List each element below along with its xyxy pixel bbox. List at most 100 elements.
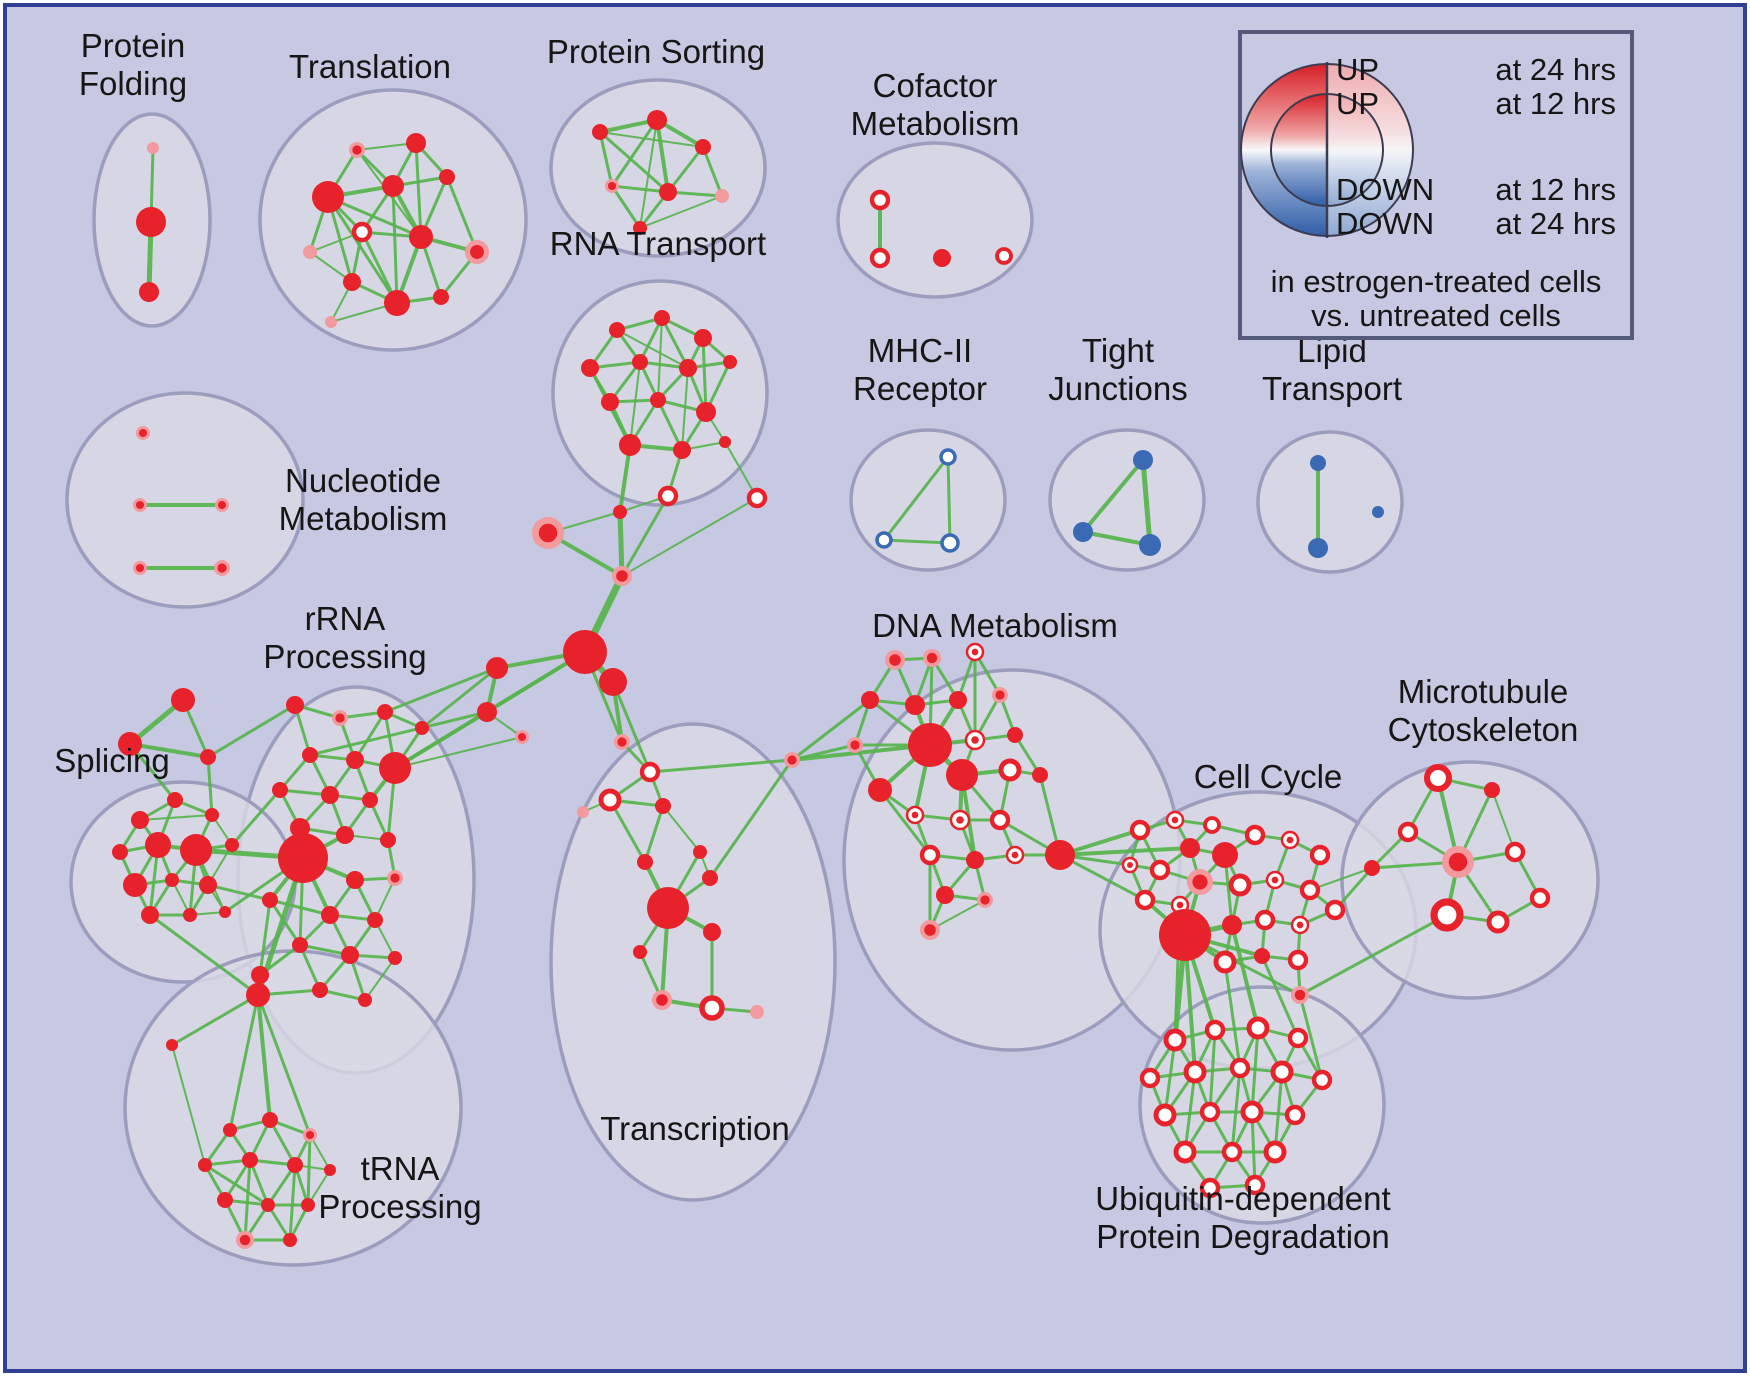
- node-tx1: [614, 734, 630, 750]
- node-sp11: [141, 906, 159, 924]
- edge-tx4-tx7: [662, 805, 701, 853]
- edge-tx4-tx6: [643, 804, 665, 864]
- cluster-label-rrna-processing-0: rRNA: [305, 600, 386, 637]
- edge-ps4-ps5: [610, 184, 670, 194]
- cluster-label-trna-processing-1: Processing: [318, 1188, 481, 1225]
- node-rr21: [388, 951, 402, 965]
- node-t6: [351, 221, 373, 243]
- node-ub17: [1199, 1177, 1221, 1199]
- cluster-ellipse-tight-junctions: [1048, 428, 1206, 572]
- node-ps5: [659, 183, 677, 201]
- node-mh1: [939, 448, 957, 466]
- node-cc7: [1280, 830, 1300, 850]
- node-rt2: [654, 310, 670, 326]
- edge-dm0-dmH: [790, 743, 932, 762]
- node-t4: [382, 175, 404, 197]
- cluster-label-rna-transport-0: RNA Transport: [550, 225, 766, 262]
- node-sp7: [225, 838, 239, 852]
- node-ub4: [1287, 1027, 1309, 1049]
- edge-tn6-tn13: [306, 1133, 312, 1207]
- node-sp4: [112, 844, 128, 860]
- node-pf2: [136, 207, 166, 237]
- cluster-ellipse-protein-sorting: [549, 78, 767, 258]
- node-dm20: [936, 886, 954, 904]
- node-mc5: [1442, 846, 1474, 878]
- cluster-label-protein-sorting-0: Protein Sorting: [547, 33, 765, 70]
- node-dm18: [966, 851, 984, 869]
- node-ccx: [1291, 986, 1309, 1004]
- node-dm1: [885, 650, 905, 670]
- edge-tn2-tn7: [171, 1044, 206, 1166]
- node-tn6: [303, 1128, 317, 1142]
- node-mc9: [1486, 910, 1510, 934]
- node-ub18: [1244, 1174, 1266, 1196]
- node-mc6: [1504, 841, 1526, 863]
- cluster-label-protein-folding-1: Folding: [79, 65, 187, 102]
- node-cc5: [1212, 842, 1238, 868]
- edge-tn9-tn12: [266, 1163, 297, 1207]
- node-cc3: [1203, 816, 1221, 834]
- edge-sg3-rr1: [206, 703, 297, 759]
- edge-ps6-ps7: [639, 195, 723, 229]
- node-dmG: [946, 759, 978, 791]
- edge-m1-rr4: [420, 666, 499, 730]
- node-rr18: [367, 912, 383, 928]
- node-rt3: [694, 329, 712, 347]
- node-rt8: [601, 393, 619, 411]
- edge-k7-tx2: [611, 680, 652, 774]
- node-cc2: [1165, 810, 1185, 830]
- node-tn5: [262, 1112, 278, 1128]
- node-tn13: [301, 1198, 315, 1212]
- node-k6: [563, 630, 607, 674]
- node-cc17: [1222, 915, 1242, 935]
- node-cc4: [1180, 838, 1200, 858]
- node-dm23: [920, 920, 940, 940]
- node-rt9: [650, 392, 666, 408]
- node-txH: [647, 887, 689, 929]
- node-tn15: [283, 1233, 297, 1247]
- edge-tn1-tn6: [256, 993, 312, 1137]
- node-ps3: [695, 139, 711, 155]
- edge-t5-t9: [445, 175, 479, 254]
- legend-time-2: at 12 hrs: [1495, 172, 1616, 207]
- node-cc19: [1290, 915, 1310, 935]
- node-cc6: [1244, 824, 1266, 846]
- node-ub14: [1173, 1140, 1197, 1164]
- node-tx11: [652, 990, 672, 1010]
- edge-sg3-sp3: [206, 755, 214, 817]
- node-ub2: [1204, 1019, 1226, 1041]
- edge-rr16-rr17: [268, 898, 332, 917]
- edge-tn8-tn14: [243, 1158, 252, 1242]
- edge-ps3-ps5: [666, 145, 705, 194]
- node-nm3: [215, 498, 229, 512]
- node-mc1: [1423, 763, 1453, 793]
- edge-mh1-mh3: [946, 455, 952, 545]
- cluster-ellipse-lipid-transport: [1256, 430, 1404, 574]
- node-dm16: [989, 809, 1011, 831]
- node-t8: [409, 225, 433, 249]
- node-cm4: [995, 247, 1013, 265]
- node-ps2: [647, 110, 667, 130]
- node-dm7: [992, 687, 1008, 703]
- edge-ps5-ps6: [666, 190, 724, 198]
- node-pf3: [139, 282, 159, 302]
- edge-dm22-cc4: [1058, 846, 1192, 857]
- node-cc14: [1299, 879, 1321, 901]
- node-rr19: [292, 937, 308, 953]
- node-rr16: [262, 892, 278, 908]
- legend-direction-0: UP: [1336, 52, 1379, 87]
- cluster-ellipse-cofactor-metabolism: [836, 141, 1034, 299]
- node-rrH: [278, 833, 328, 883]
- node-tn14: [236, 1231, 254, 1249]
- node-ub5: [1139, 1067, 1161, 1089]
- node-m1: [486, 657, 508, 679]
- node-tn1: [246, 983, 270, 1007]
- node-ub1: [1163, 1028, 1187, 1052]
- cluster-label-transcription-0: Transcription: [600, 1110, 790, 1147]
- node-tj1: [1133, 450, 1153, 470]
- node-ps1: [592, 124, 608, 140]
- node-tn11: [217, 1192, 233, 1208]
- cluster-label-cofactor-metabolism-1: Metabolism: [851, 105, 1020, 142]
